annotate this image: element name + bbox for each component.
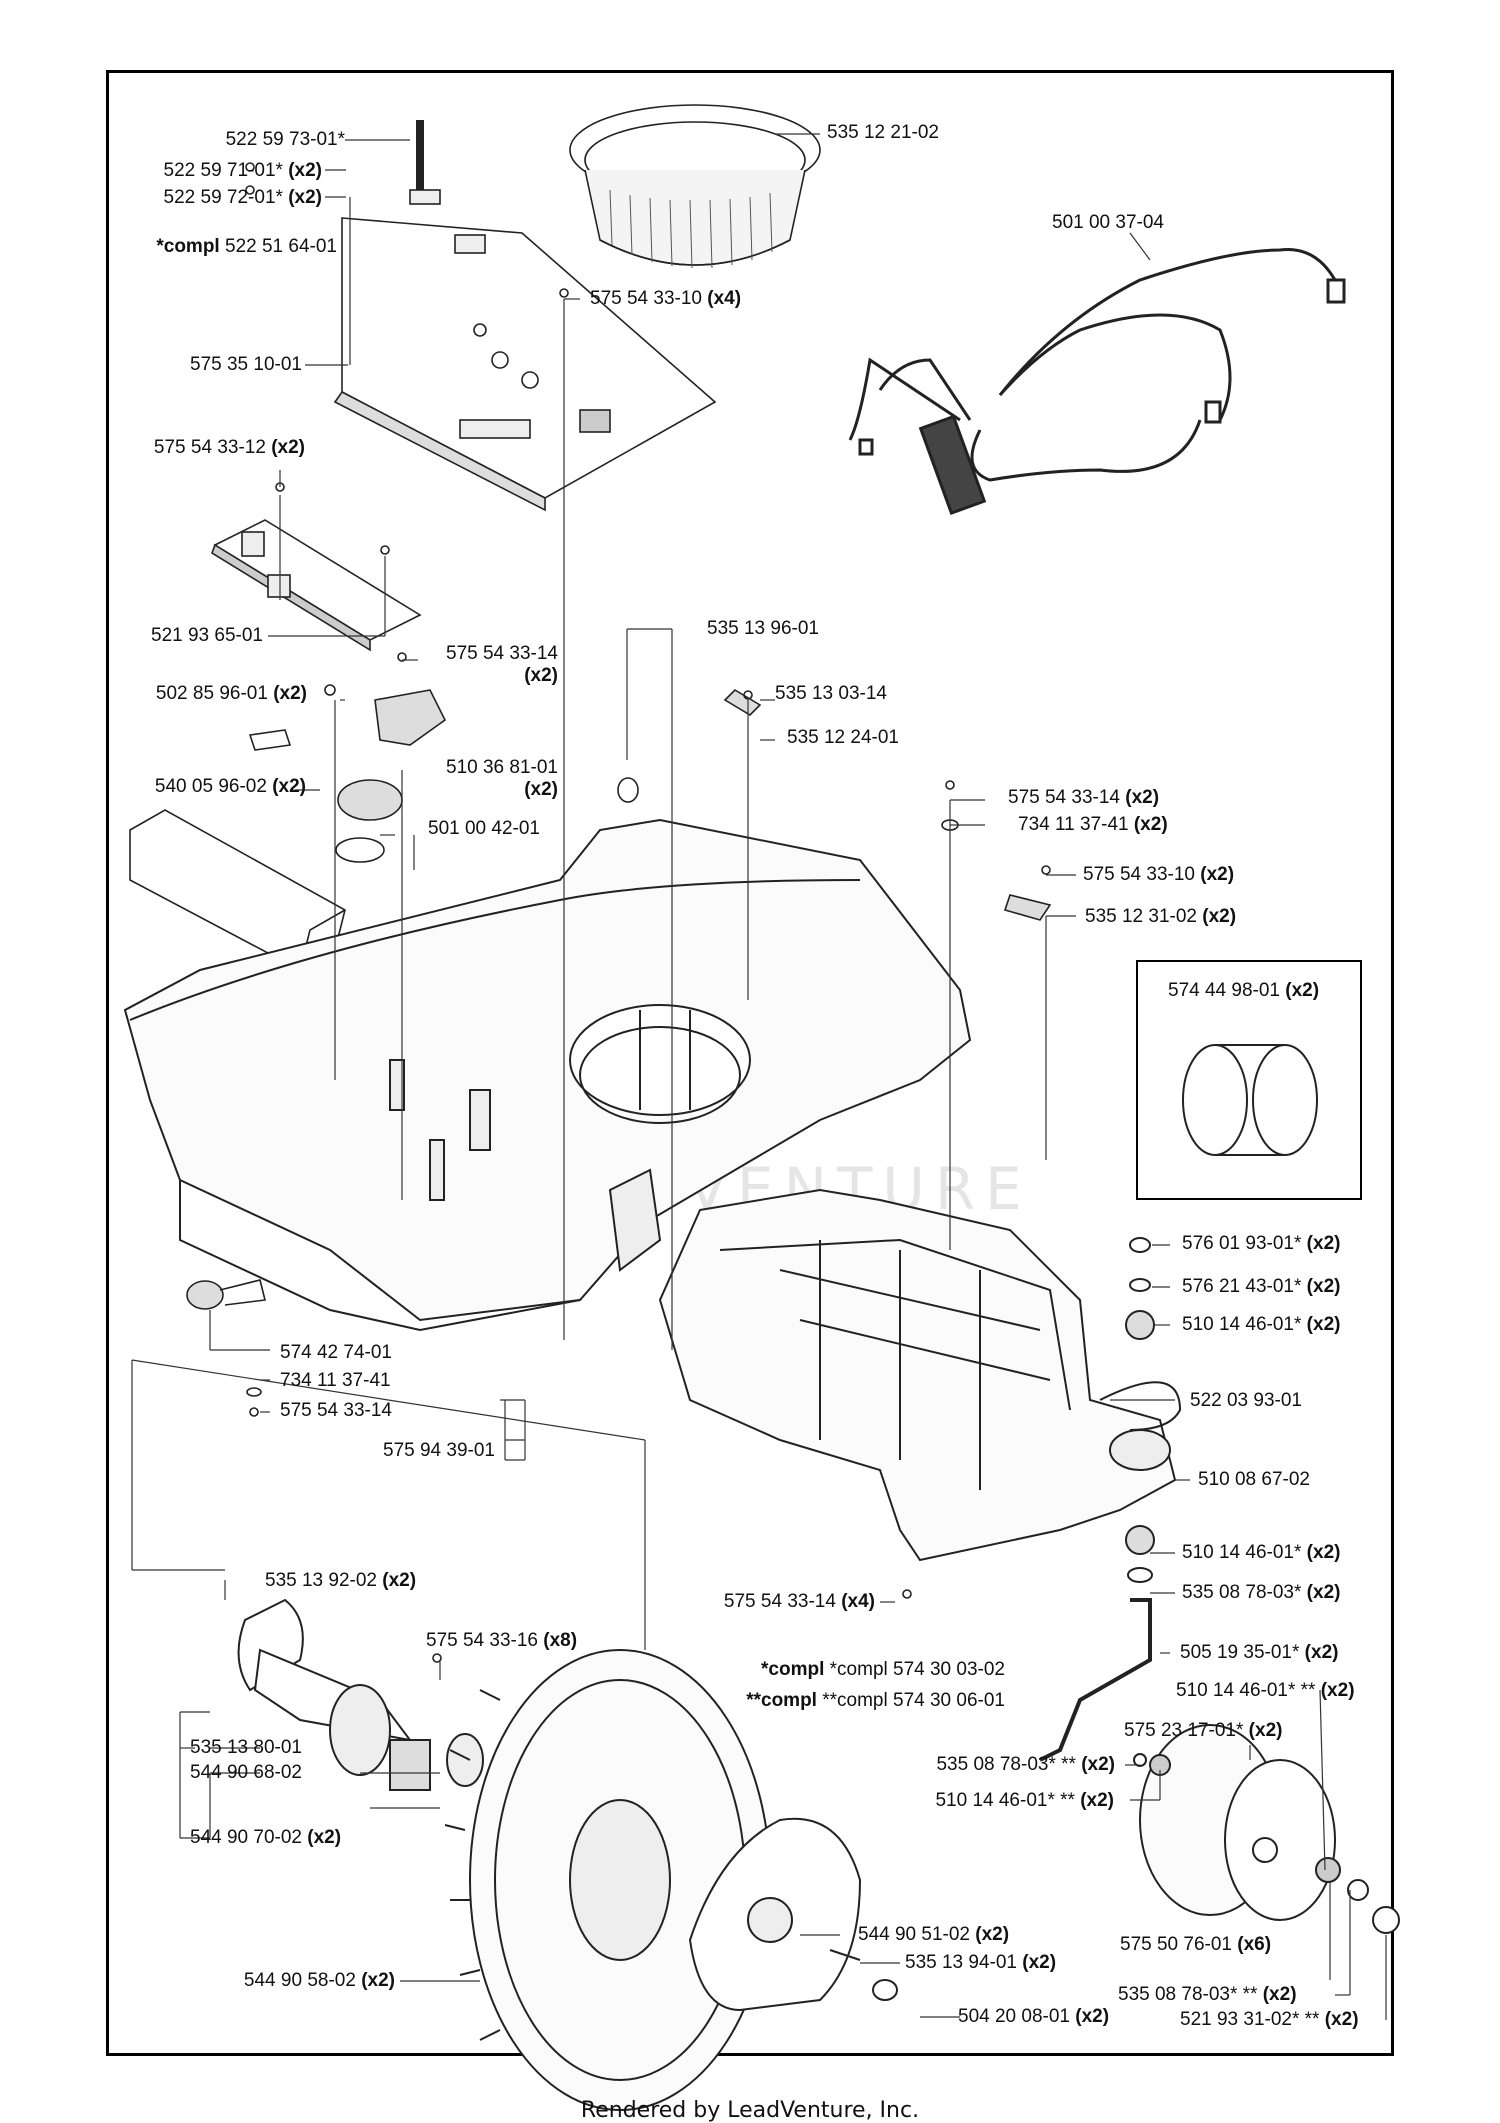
label-574-42-74-01: 574 42 74-01 bbox=[280, 1342, 392, 1363]
diagram-frame bbox=[106, 70, 1394, 2056]
misc-small-parts bbox=[186, 162, 1052, 1663]
label-502-85-96-01: 502 85 96-01 (x2) bbox=[155, 683, 307, 704]
label-575-23-17-01: 575 23 17-01* (x2) bbox=[1124, 1720, 1283, 1741]
label-544-90-70-02: 544 90 70-02 (x2) bbox=[190, 1827, 342, 1848]
inset-box bbox=[1136, 960, 1362, 1200]
label-544-90-68-02: 544 90 68-02 bbox=[190, 1762, 302, 1783]
main-circuit-board bbox=[333, 120, 717, 512]
label-575-54-33-14-x2-b: 575 54 33-14 (x2) bbox=[1008, 787, 1160, 808]
label-575-54-33-14-x2-a: 575 54 33-14(x2) bbox=[446, 643, 558, 686]
label-544-90-58-02: 544 90 58-02 (x2) bbox=[243, 1970, 395, 1991]
label-510-14-46-01-d: 510 14 46-01* ** (x2) bbox=[935, 1790, 1114, 1811]
label-504-20-08-01: 504 20 08-01 (x2) bbox=[958, 2006, 1110, 2027]
top-ring-part bbox=[569, 104, 821, 269]
label-522-59-73-01: 522 59 73-01* bbox=[225, 129, 345, 150]
label-535-12-24-01: 535 12 24-01 bbox=[787, 727, 899, 748]
label-501-00-37-04: 501 00 37-04 bbox=[1052, 212, 1164, 233]
note-compl-574-30-03-02: *compl *compl 574 30 03-02 bbox=[761, 1659, 1005, 1680]
label-522-03-93-01: 522 03 93-01 bbox=[1190, 1390, 1302, 1411]
label-521-93-65-01: 521 93 65-01 bbox=[151, 625, 263, 646]
footer-credit: Rendered by LeadVenture, Inc. bbox=[580, 2098, 920, 2123]
label-540-05-96-02: 540 05 96-02 (x2) bbox=[154, 776, 306, 797]
label-575-50-76-01: 575 50 76-01 (x6) bbox=[1120, 1934, 1272, 1955]
drive-wheel bbox=[444, 1649, 771, 2111]
label-575-54-33-14-single: 575 54 33-14 bbox=[280, 1400, 392, 1421]
leader-lines bbox=[131, 133, 1387, 2020]
label-575-94-39-01: 575 94 39-01 bbox=[383, 1440, 495, 1461]
label-574-44-98-01: 574 44 98-01 (x2) bbox=[1168, 980, 1320, 1001]
label-510-14-46-01-a: 510 14 46-01* (x2) bbox=[1182, 1314, 1341, 1335]
label-510-36-81-01: 510 36 81-01(x2) bbox=[446, 757, 558, 800]
label-734-11-37-41: 734 11 37-41 bbox=[280, 1370, 391, 1391]
label-535-13-03-14: 535 13 03-14 bbox=[775, 683, 887, 704]
label-575-54-33-16: 575 54 33-16 (x8) bbox=[426, 1630, 578, 1651]
label-535-12-31-02: 535 12 31-02 (x2) bbox=[1085, 906, 1237, 927]
label-535-08-78-03-a: 535 08 78-03* (x2) bbox=[1182, 1582, 1341, 1603]
chassis-housing bbox=[123, 818, 972, 1332]
wiring-harness bbox=[848, 248, 1346, 516]
label-544-90-51-02: 544 90 51-02 (x2) bbox=[858, 1924, 1010, 1945]
label-734-11-37-41-x2: 734 11 37-41 (x2) bbox=[1018, 814, 1168, 835]
label-535-08-78-03-c: 535 08 78-03* ** (x2) bbox=[1118, 1984, 1297, 2005]
label-522-59-72-01: 522 59 72-01* (x2) bbox=[163, 187, 322, 208]
label-535-08-78-03-b: 535 08 78-03* ** (x2) bbox=[936, 1754, 1115, 1775]
label-510-14-46-01-c: 510 14 46-01* ** (x2) bbox=[1176, 1680, 1355, 1701]
label-510-14-46-01-b: 510 14 46-01* (x2) bbox=[1182, 1542, 1341, 1563]
label-575-35-10-01: 575 35 10-01 bbox=[190, 354, 302, 375]
label-535-13-80-01: 535 13 80-01 bbox=[190, 1737, 302, 1758]
label-576-01-93-01: 576 01 93-01* (x2) bbox=[1182, 1233, 1341, 1254]
label-575-54-33-10-x2: 575 54 33-10 (x2) bbox=[1083, 864, 1235, 885]
label-535-12-21-02: 535 12 21-02 bbox=[827, 122, 939, 143]
small-circuit-board bbox=[211, 519, 422, 652]
inset-ring-part bbox=[1182, 1044, 1318, 1156]
note-compl-574-30-06-01: **compl **compl 574 30 06-01 bbox=[746, 1690, 1005, 1711]
lower-chassis bbox=[658, 1188, 1182, 1562]
label-501-00-42-01: 501 00 42-01 bbox=[428, 818, 540, 839]
label-575-54-33-14-x4: 575 54 33-14 (x4) bbox=[723, 1591, 875, 1612]
label-505-19-35-01: 505 19 35-01* (x2) bbox=[1180, 1642, 1339, 1663]
label-compl-522-51-64-01: *compl 522 51 64-01 bbox=[156, 236, 337, 257]
label-535-13-92-02: 535 13 92-02 (x2) bbox=[265, 1570, 417, 1591]
label-521-93-31-02: 521 93 31-02* ** (x2) bbox=[1180, 2009, 1359, 2030]
front-wheel-assembly bbox=[1039, 1237, 1400, 1934]
label-535-13-96-01: 535 13 96-01 bbox=[707, 618, 819, 639]
label-575-54-33-12: 575 54 33-12 (x2) bbox=[153, 437, 305, 458]
hub-cap bbox=[688, 1817, 898, 2012]
drive-motor-assembly bbox=[237, 1598, 484, 1791]
speaker-and-bracket bbox=[248, 689, 447, 863]
label-510-08-67-02: 510 08 67-02 bbox=[1198, 1469, 1310, 1490]
label-522-59-71-01: 522 59 71-01* (x2) bbox=[163, 160, 322, 181]
label-535-13-94-01: 535 13 94-01 (x2) bbox=[905, 1952, 1057, 1973]
label-576-21-43-01: 576 21 43-01* (x2) bbox=[1182, 1276, 1341, 1297]
label-575-54-33-10-x4: 575 54 33-10 (x4) bbox=[590, 288, 742, 309]
